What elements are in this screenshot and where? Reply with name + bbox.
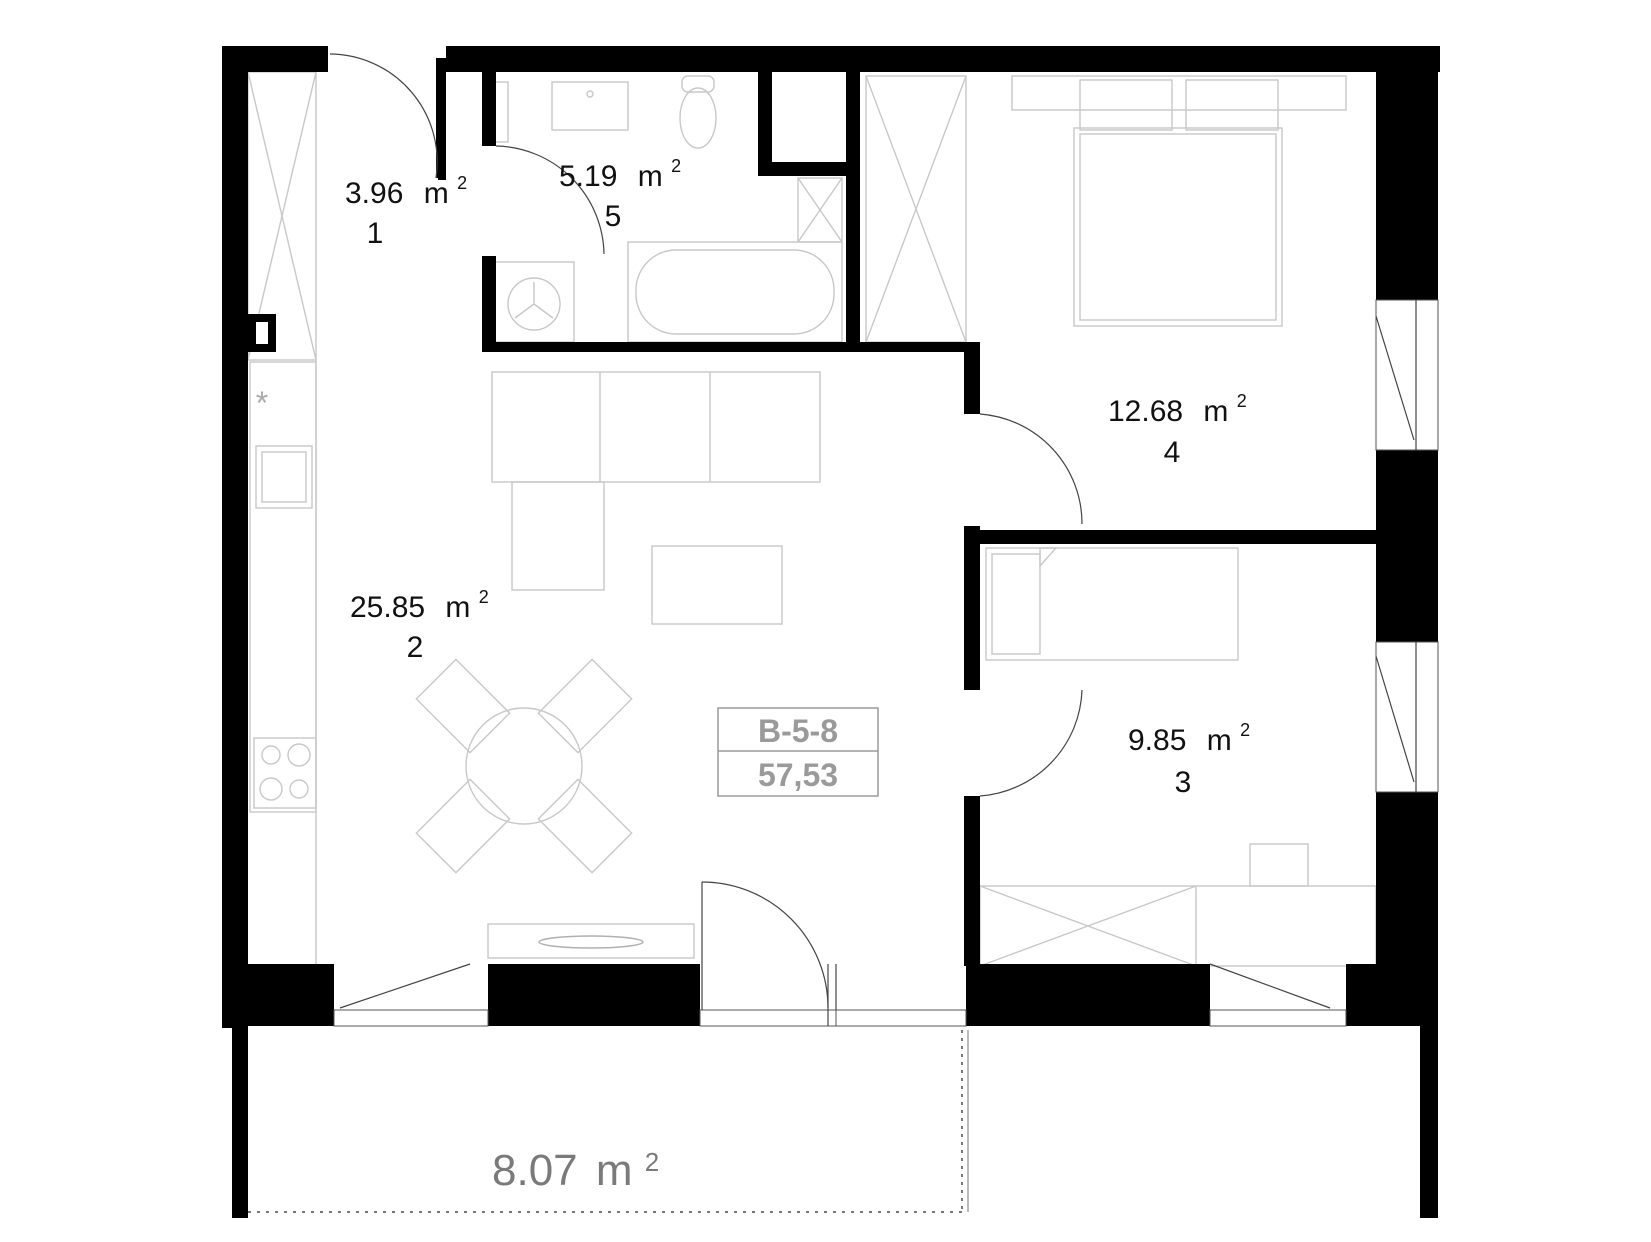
unit-code-box: B-5-8 57,53 <box>717 707 879 797</box>
area-unit: m <box>424 177 449 210</box>
area-unit-exp: 2 <box>1240 720 1250 740</box>
svg-text:3.96 m 2: 3.96 m 2 <box>345 173 467 210</box>
area-unit: m <box>1203 395 1228 428</box>
area-unit: m <box>445 591 470 624</box>
room-5-label: 5.19 m 2 5 <box>559 156 681 233</box>
room-2-label: 25.85 m 2 2 <box>350 587 489 664</box>
room-area: 12.68 <box>1108 395 1183 428</box>
area-unit: m <box>1207 724 1232 757</box>
area-unit: m <box>638 160 663 193</box>
room-1-label: 3.96 m 2 1 <box>345 173 467 250</box>
svg-text:25.85 m 2: 25.85 m 2 <box>350 587 489 624</box>
room-area: 3.96 <box>345 177 403 210</box>
fridge-symbol: * <box>256 385 268 421</box>
unit-code: B-5-8 <box>758 713 838 749</box>
room-area: 5.19 <box>559 160 617 193</box>
room-area: 9.85 <box>1128 724 1186 757</box>
balcony-outline <box>248 1030 969 1213</box>
furniture <box>247 71 1377 967</box>
room-area: 25.85 <box>350 591 425 624</box>
room-number: 2 <box>407 631 424 664</box>
windows <box>333 299 1439 1027</box>
svg-text:9.85 m 2: 9.85 m 2 <box>1128 720 1250 757</box>
walls <box>222 46 1440 1218</box>
svg-text:12.68 m 2: 12.68 m 2 <box>1108 391 1247 428</box>
balcony-unit-exp: 2 <box>645 1147 659 1177</box>
balcony-label: 8.07 m 2 <box>492 1146 659 1195</box>
room-number: 5 <box>605 200 622 233</box>
area-unit-exp: 2 <box>1237 391 1247 411</box>
doors <box>329 53 1083 1027</box>
area-unit-exp: 2 <box>479 587 489 607</box>
svg-text:5.19 m 2: 5.19 m 2 <box>559 156 681 193</box>
balcony-area: 8.07 <box>492 1146 578 1195</box>
room-3-label: 9.85 m 2 3 <box>1128 720 1250 799</box>
room-number: 3 <box>1175 766 1192 799</box>
room-number: 4 <box>1164 436 1181 469</box>
balcony-unit: m <box>596 1146 633 1195</box>
unit-area: 57,53 <box>758 757 838 793</box>
area-unit-exp: 2 <box>671 156 681 176</box>
area-unit-exp: 2 <box>457 173 467 193</box>
room-number: 1 <box>367 217 384 250</box>
svg-text:8.07 m 2: 8.07 m 2 <box>492 1146 659 1195</box>
room-4-label: 12.68 m 2 4 <box>1108 391 1247 469</box>
